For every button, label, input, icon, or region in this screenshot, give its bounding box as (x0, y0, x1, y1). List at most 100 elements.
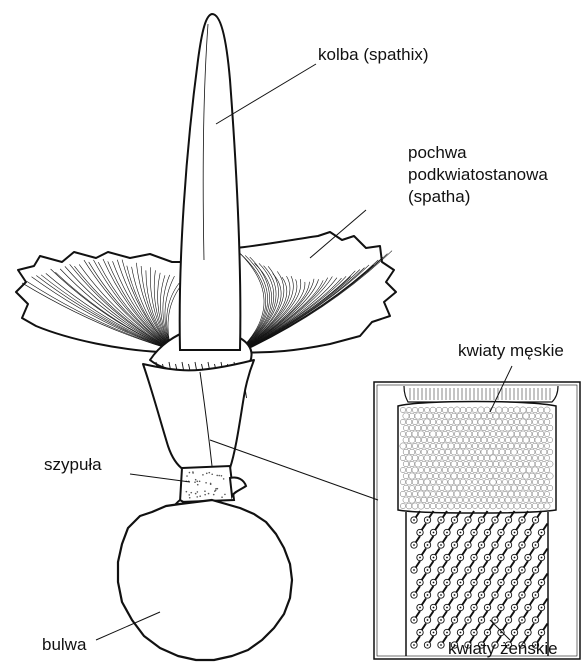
female-flower-center (440, 519, 442, 521)
female-flower-center (527, 632, 529, 634)
female-flower-center (494, 569, 496, 571)
female-flower-center (521, 594, 523, 596)
female-flower-center (508, 619, 510, 621)
stipple-dot (216, 475, 218, 477)
female-flower-center (500, 532, 502, 534)
female-flower-center (454, 569, 456, 571)
stipple-dot (195, 493, 197, 495)
female-flower-center (467, 619, 469, 621)
spathe-sheath (143, 360, 254, 470)
stipple-dot (192, 471, 194, 473)
stipple-dot (218, 475, 220, 477)
stipple-dot (197, 484, 199, 486)
female-flower-center (427, 544, 429, 546)
female-flower-center (454, 619, 456, 621)
female-flower-center (440, 644, 442, 646)
female-flower-center (473, 532, 475, 534)
female-flower-center (460, 582, 462, 584)
female-flower-center (494, 594, 496, 596)
stipple-dot (221, 475, 223, 477)
female-flower-center (467, 544, 469, 546)
female-flower-center (440, 594, 442, 596)
female-flower-center (413, 519, 415, 521)
female-flower-center (419, 607, 421, 609)
female-flower-center (541, 607, 543, 609)
female-flower-center (419, 557, 421, 559)
female-flower-center (500, 607, 502, 609)
female-flower-center (433, 632, 435, 634)
female-flower-center (481, 544, 483, 546)
female-flower-center (500, 582, 502, 584)
female-flower-center (413, 569, 415, 571)
female-flower-center (481, 569, 483, 571)
stipple-dot (194, 481, 196, 483)
female-flower-center (473, 632, 475, 634)
stipple-dot (215, 488, 217, 490)
stipple-dot (202, 474, 204, 476)
female-flower-center (521, 619, 523, 621)
label-bulwa: bulwa (42, 634, 86, 655)
stipple-dot (224, 494, 226, 496)
stipple-dot (196, 481, 198, 483)
female-flower-center (467, 594, 469, 596)
stipple-dot (210, 483, 212, 485)
female-flower-center (487, 607, 489, 609)
female-flower-center (427, 594, 429, 596)
stipple-dot (206, 473, 208, 475)
stipple-dot (208, 493, 210, 495)
female-flower-center (467, 519, 469, 521)
female-flower-center (535, 519, 537, 521)
female-flower-center (446, 582, 448, 584)
stipple-dot (197, 491, 199, 493)
female-flower-center (427, 569, 429, 571)
female-flower-center (535, 594, 537, 596)
female-flower-center (454, 594, 456, 596)
stipple-dot (186, 491, 188, 493)
female-flower-center (460, 532, 462, 534)
stipple-dot (195, 479, 197, 481)
female-flower-center (527, 607, 529, 609)
stipple-dot (196, 496, 198, 498)
female-flower-center (433, 582, 435, 584)
female-flower-center (433, 557, 435, 559)
female-flower-center (446, 557, 448, 559)
female-flower-center (521, 569, 523, 571)
female-flower-center (460, 632, 462, 634)
female-flower-center (440, 619, 442, 621)
female-flower-center (460, 557, 462, 559)
label-pochwa-line1: pochwa (408, 142, 467, 163)
female-flower-center (514, 557, 516, 559)
label-kwiaty-zenskie: kwiaty żeńskie (448, 638, 558, 659)
stipple-dot (205, 482, 207, 484)
female-flower-center (494, 619, 496, 621)
female-flower-center (521, 544, 523, 546)
female-flower-center (487, 532, 489, 534)
female-flower-center (413, 544, 415, 546)
stipple-dot (213, 494, 215, 496)
stipple-dot (189, 472, 191, 474)
stipple-dot (186, 475, 188, 477)
stipple-dot (211, 473, 213, 475)
female-flower-center (419, 582, 421, 584)
female-flower-center (473, 557, 475, 559)
female-flower-center (481, 594, 483, 596)
female-flower-center (473, 607, 475, 609)
stipple-dot (208, 472, 210, 474)
female-flower-center (527, 582, 529, 584)
female-flower-center (454, 544, 456, 546)
stipple-dot (221, 496, 223, 498)
label-kolba: kolba (spathix) (318, 44, 429, 65)
female-flower-center (508, 569, 510, 571)
female-flower-center (427, 619, 429, 621)
female-flower-center (494, 519, 496, 521)
female-flower-center (413, 594, 415, 596)
female-flower-center (535, 544, 537, 546)
female-flower-center (446, 607, 448, 609)
label-szypula: szypuła (44, 454, 102, 475)
peduncle-scale-right (230, 477, 246, 496)
label-kwiaty-meskie: kwiaty męskie (458, 340, 564, 361)
female-flower-center (454, 519, 456, 521)
stipple-dot (199, 495, 201, 497)
female-flower-center (427, 644, 429, 646)
